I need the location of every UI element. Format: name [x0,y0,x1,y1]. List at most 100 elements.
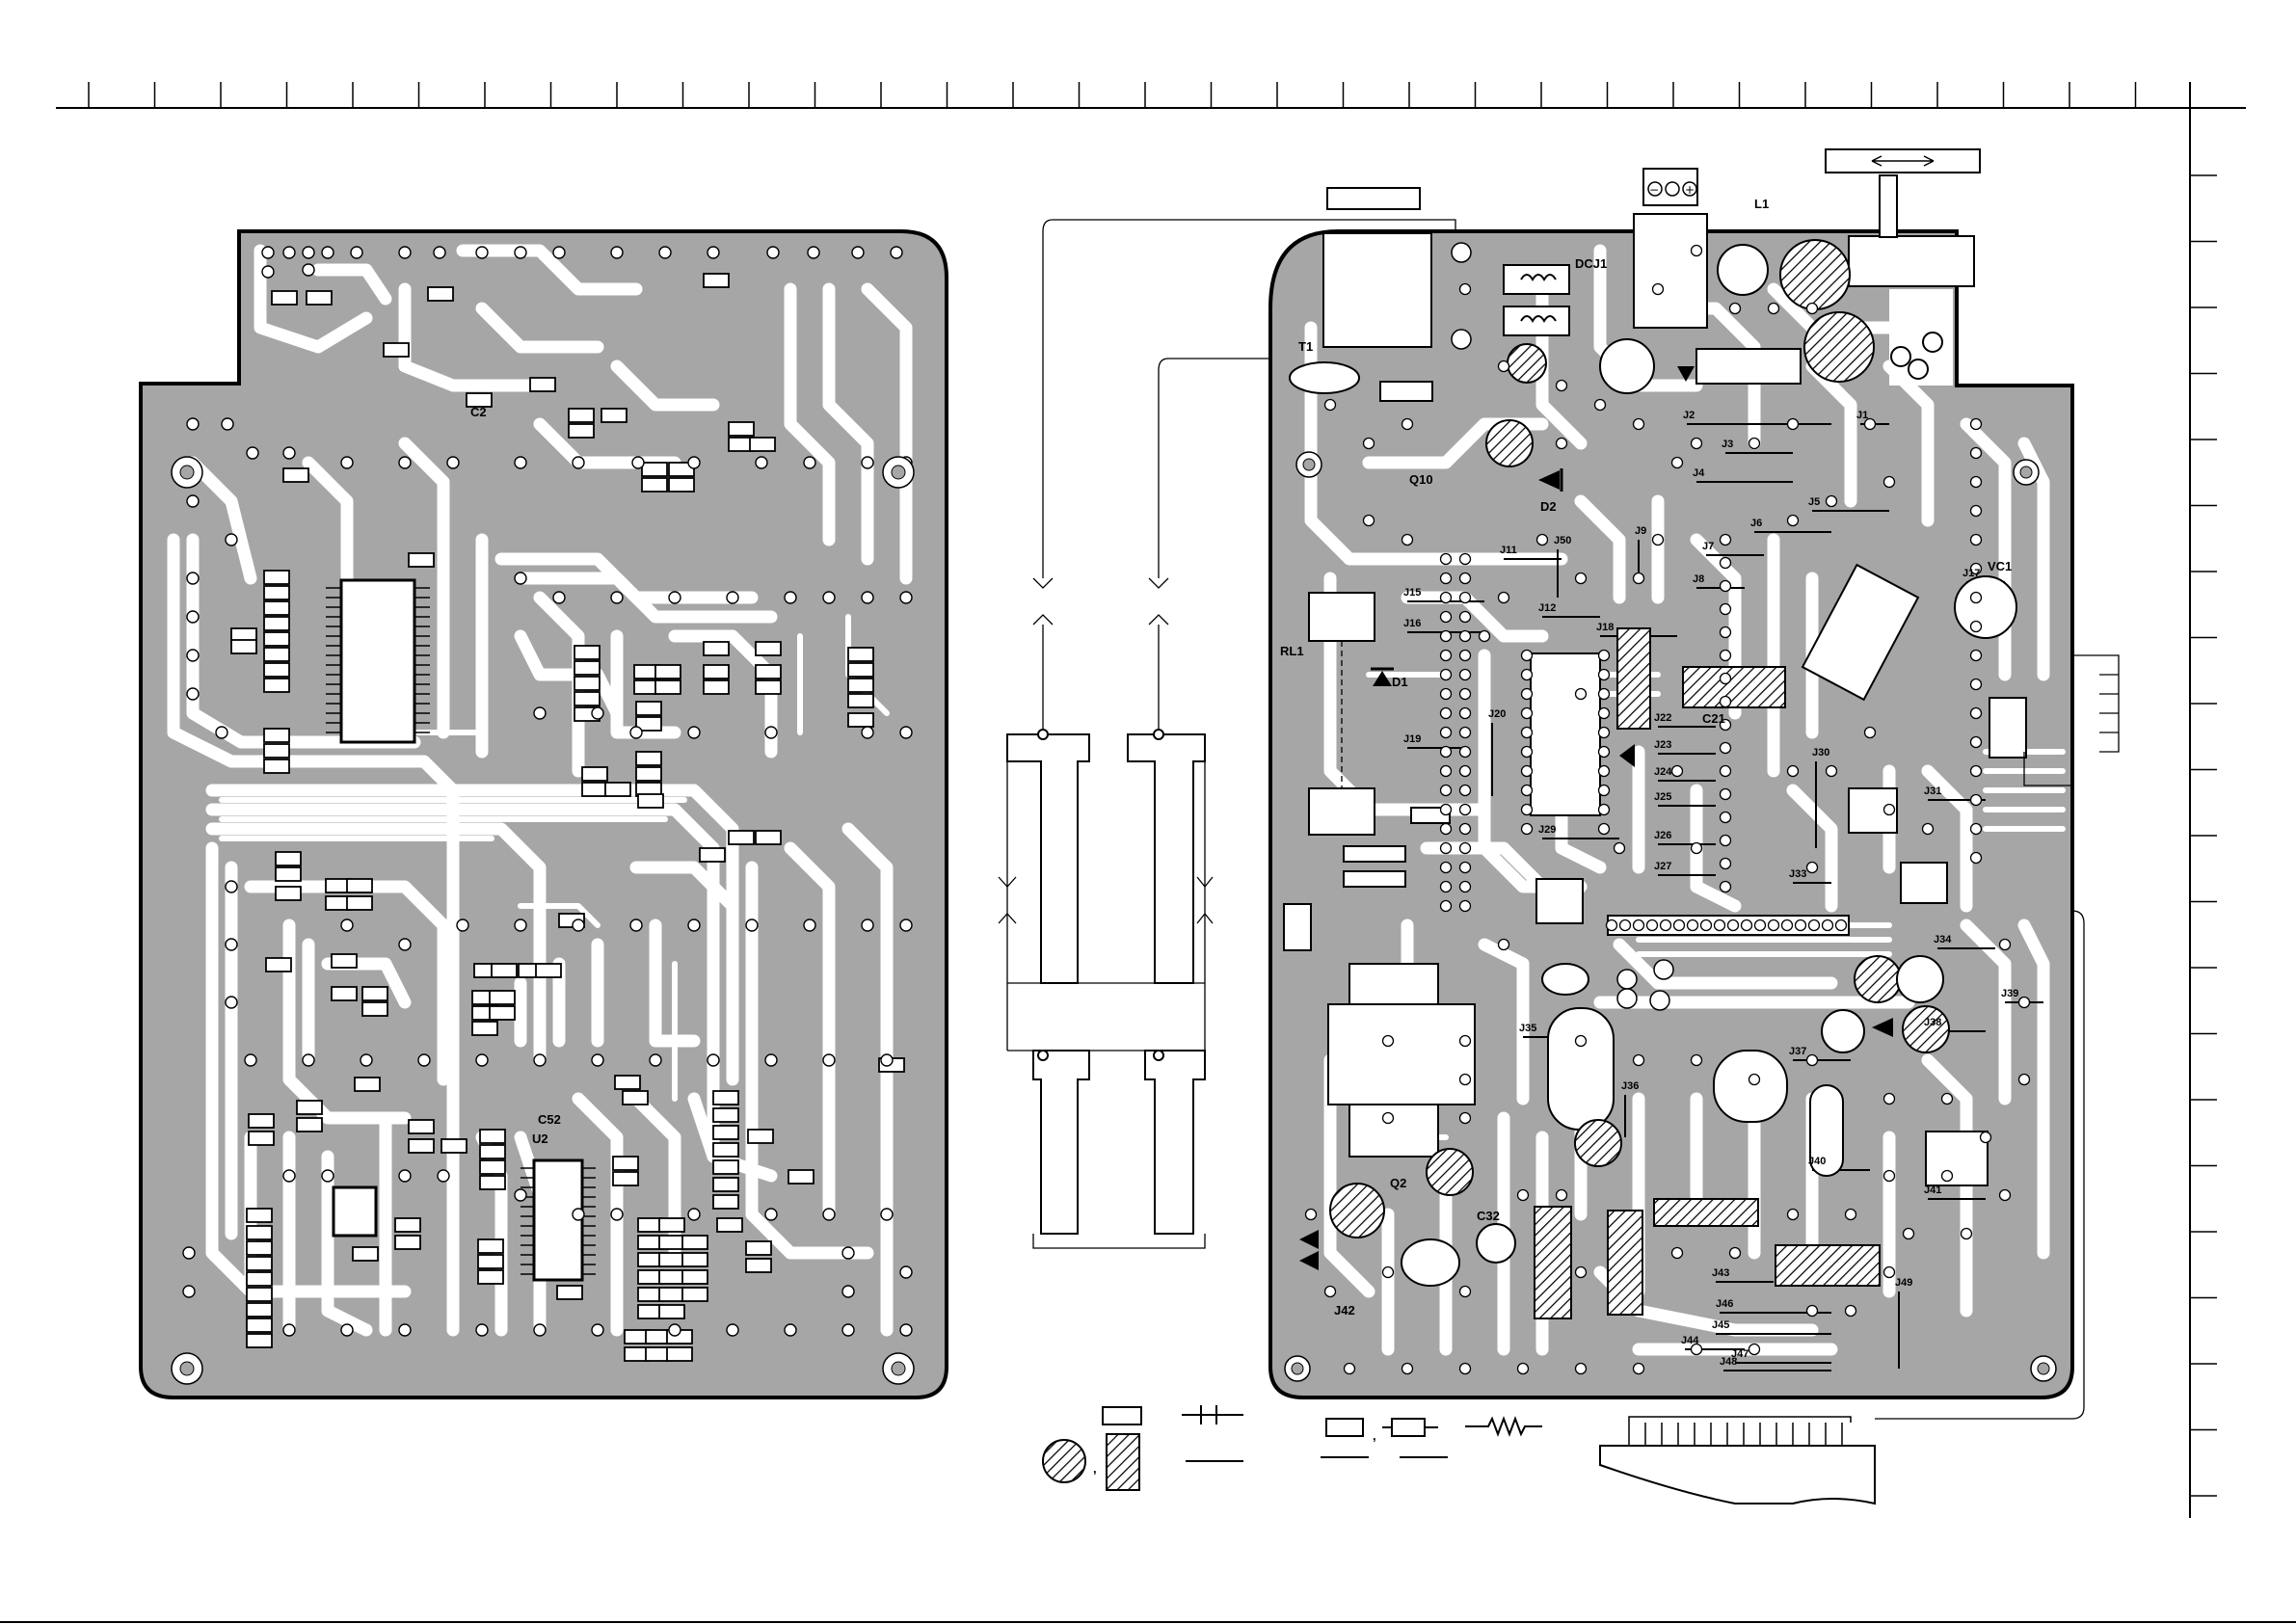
solder-pad [1971,766,1982,777]
solder-pad [1728,920,1739,931]
jumper-label: J43 [1712,1267,1729,1279]
solder-pad [1730,304,1741,314]
label-c32: C32 [1477,1209,1500,1223]
cable-top [1629,1417,1851,1423]
solder-pad [226,939,237,950]
smd-component [276,852,301,865]
solder-pad [1661,920,1671,931]
solder-pad [1522,824,1533,835]
solder-pad [669,1324,681,1336]
solder-pad [457,919,468,931]
solder-pad [611,1209,623,1220]
solder-pad [1441,651,1452,661]
smd-component [601,409,627,422]
smd-component [729,422,754,436]
legend-hatched-cap [1107,1434,1139,1490]
mounting-hole-center [2020,466,2032,478]
component-hole [1452,330,1471,349]
solder-pad [262,266,274,278]
smd-component [264,759,289,773]
smd-component [264,648,289,661]
terminal-tab-2 [1128,734,1205,983]
smd-component [642,463,667,476]
smd-component [605,783,630,796]
solder-pad [630,919,642,931]
jumper-label: J8 [1693,573,1704,585]
solder-pad [2000,1190,2011,1201]
smd-component [642,478,667,492]
solder-pad [1325,400,1336,411]
solder-pad [1884,1171,1895,1182]
smd-component [659,1218,684,1232]
solder-pad [245,1054,256,1066]
solder-pad [823,592,835,603]
solder-pad [1971,477,1982,488]
solder-pad [262,247,274,258]
jumper-label: J37 [1789,1046,1806,1057]
smd-component [569,409,594,422]
smd-component [492,964,517,977]
solder-pad [1721,836,1731,846]
solder-pad [1460,843,1471,854]
smd-component [247,1318,272,1332]
smd-component [669,478,694,492]
solder-pad [1441,863,1452,873]
solder-pad [1923,824,1934,835]
smd-component [756,831,781,844]
solder-pad [1721,812,1731,823]
solder-pad [283,447,295,459]
smd-component [480,1160,505,1174]
solder-pad [1576,1364,1587,1374]
solder-pad [1971,419,1982,430]
solder-pad [553,592,565,603]
smd-component [659,1288,684,1301]
smd-component [247,1257,272,1270]
solder-pad [1441,766,1452,777]
smd-component [332,954,357,968]
solder-pad [1460,901,1471,912]
solder-pad [1460,1075,1471,1085]
label-box-top-left [1327,188,1420,209]
solder-pad [1971,708,1982,719]
smd-component [636,752,661,765]
solder-pad [1460,631,1471,642]
jumper-label: J16 [1403,618,1421,629]
solder-pad [341,457,353,468]
legend-electrolytic-cap [1043,1440,1085,1482]
solder-pad [1692,1055,1702,1066]
jumper-label: J24 [1654,766,1672,778]
solder-pad [1441,728,1452,738]
solder-pad [756,457,767,468]
smd-component [557,1286,582,1299]
solder-pad [399,1324,411,1336]
pot-j37 [1714,1051,1787,1122]
solder-pad [1607,920,1617,931]
smd-component [729,831,754,844]
smd-component [756,665,781,679]
smd-component [704,642,729,655]
solder-pad [688,919,700,931]
jumper-label: J49 [1895,1277,1912,1289]
smd-component [478,1270,503,1284]
solder-pad [765,1209,777,1220]
solder-pad [862,457,873,468]
solder-pad [515,919,526,931]
solder-pad [1827,496,1837,507]
component-hole [1654,960,1673,979]
solder-pad [1522,689,1533,700]
solder-pad [1620,920,1631,931]
solder-pad [1769,920,1779,931]
solder-pad [1701,920,1712,931]
solder-pad [1615,843,1625,854]
jumper-label: J25 [1654,791,1671,803]
smd-component [682,1288,707,1301]
solder-pad [1383,1267,1394,1278]
smd-component [297,1101,322,1114]
jumper-label: J15 [1403,587,1421,599]
relay-bottom [1309,788,1375,835]
smd-component [613,1157,638,1170]
smd-component [264,729,289,742]
smd-component [428,287,453,301]
solder-pad [1537,535,1548,546]
